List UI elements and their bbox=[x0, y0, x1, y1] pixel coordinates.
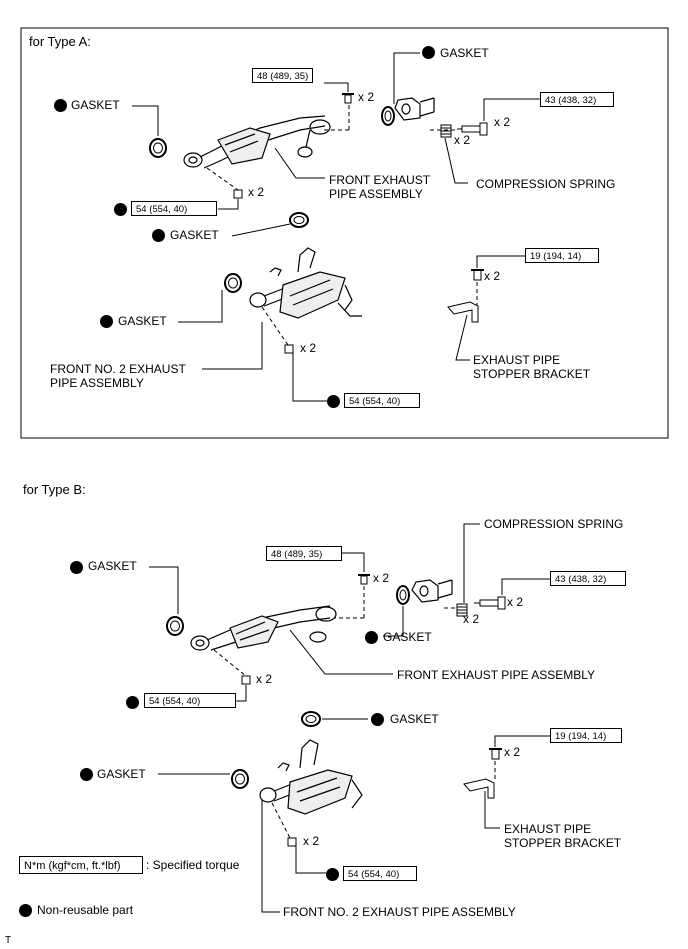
gasket-label: GASKET bbox=[440, 46, 489, 60]
nut-54-b2 bbox=[287, 837, 297, 847]
front-no2-exhaust-pipe-a bbox=[249, 247, 362, 319]
nonreusable-mark bbox=[100, 315, 113, 328]
gasket-label: GASKET bbox=[383, 630, 432, 644]
gasket-b2 bbox=[396, 585, 410, 605]
torque-box-19: 19 (194, 14) bbox=[550, 728, 622, 743]
legend-torque-box: N*m (kgf*cm, ft.*lbf) bbox=[19, 856, 143, 874]
nonreusable-mark bbox=[371, 713, 384, 726]
torque-box-43: 43 (438, 32) bbox=[550, 571, 626, 586]
compression-spring-label: COMPRESSION SPRING bbox=[476, 177, 616, 191]
legend-torque-desc: : Specified torque bbox=[146, 858, 240, 872]
nonreusable-mark bbox=[114, 203, 127, 216]
quantity-label: x 2 bbox=[484, 269, 501, 283]
front-exhaust-pipe-label: FRONT EXHAUST PIPE ASSEMBLY bbox=[397, 668, 596, 682]
stopper-bracket-label: EXHAUST PIPE STOPPER BRACKET bbox=[504, 822, 622, 850]
torque-box-48: 48 (489, 35) bbox=[252, 68, 314, 83]
quantity-label: x 2 bbox=[507, 595, 524, 609]
nut-54-a2 bbox=[284, 344, 294, 354]
torque-box-54: 54 (554, 40) bbox=[131, 201, 217, 216]
gasket-a1 bbox=[149, 138, 167, 158]
torque-box-48: 48 (489, 35) bbox=[266, 546, 342, 561]
gasket-label: GASKET bbox=[118, 314, 167, 328]
exhaust-pipe-flange-a bbox=[394, 97, 435, 121]
nonreusable-mark bbox=[152, 229, 165, 242]
gasket-label: GASKET bbox=[170, 228, 219, 242]
corner-mark: T bbox=[5, 935, 12, 946]
front-exhaust-pipe-label: FRONT EXHAUST PIPE ASSEMBLY bbox=[329, 173, 431, 201]
torque-box-54: 54 (554, 40) bbox=[144, 693, 236, 708]
nonreusable-mark bbox=[365, 631, 378, 644]
quantity-label: x 2 bbox=[504, 745, 521, 759]
type-b-title: for Type B: bbox=[23, 482, 86, 497]
gasket-a4 bbox=[224, 273, 242, 293]
compression-spring-label: COMPRESSION SPRING bbox=[484, 517, 624, 531]
gasket-label: GASKET bbox=[390, 712, 439, 726]
exhaust-pipe-flange-b bbox=[411, 579, 453, 603]
gasket-label: GASKET bbox=[97, 767, 146, 781]
nonreusable-mark bbox=[327, 395, 340, 408]
quantity-label: x 2 bbox=[303, 834, 320, 848]
gasket-b3 bbox=[301, 711, 321, 727]
nonreusable-mark bbox=[422, 46, 435, 59]
nonreusable-mark bbox=[80, 768, 93, 781]
gasket-b1 bbox=[166, 616, 184, 636]
gasket-a2 bbox=[381, 106, 395, 126]
torque-box-19: 19 (194, 14) bbox=[525, 248, 599, 263]
quantity-label: x 2 bbox=[358, 90, 375, 104]
gasket-label: GASKET bbox=[88, 559, 137, 573]
nonreusable-mark bbox=[126, 696, 139, 709]
quantity-label: x 2 bbox=[300, 341, 317, 355]
type-a-title: for Type A: bbox=[29, 34, 91, 49]
quantity-label: x 2 bbox=[256, 672, 273, 686]
stopper-bracket-b bbox=[463, 778, 495, 799]
legend-nonreusable-desc: Non-reusable part bbox=[37, 903, 134, 917]
bolt-43-b bbox=[474, 596, 506, 610]
quantity-label: x 2 bbox=[373, 571, 390, 585]
quantity-label: x 2 bbox=[494, 115, 511, 129]
bolt-43-a bbox=[457, 122, 488, 136]
type-a-frame bbox=[20, 27, 669, 439]
gasket-a3 bbox=[289, 212, 309, 228]
front-no2-pipe-label: FRONT NO. 2 EXHAUST PIPE ASSEMBLY bbox=[283, 905, 516, 919]
stopper-bracket-a bbox=[447, 301, 479, 323]
front-no2-pipe-label: FRONT NO. 2 EXHAUST PIPE ASSEMBLY bbox=[50, 362, 186, 390]
quantity-label: x 2 bbox=[454, 133, 471, 147]
nut-54-b1 bbox=[241, 675, 251, 685]
front-no2-exhaust-pipe-b bbox=[259, 739, 363, 815]
front-exhaust-pipe-a bbox=[183, 115, 331, 169]
nonreusable-mark bbox=[70, 561, 83, 574]
stopper-bracket-label: EXHAUST PIPE STOPPER BRACKET bbox=[473, 353, 591, 381]
nonreusable-mark bbox=[54, 99, 67, 112]
torque-box-54: 54 (554, 40) bbox=[344, 393, 420, 408]
nonreusable-mark bbox=[326, 868, 339, 881]
gasket-b4 bbox=[231, 769, 249, 789]
torque-box-54: 54 (554, 40) bbox=[343, 866, 417, 881]
quantity-label: x 2 bbox=[463, 612, 480, 626]
front-exhaust-pipe-b bbox=[190, 605, 337, 651]
quantity-label: x 2 bbox=[248, 185, 265, 199]
gasket-label: GASKET bbox=[71, 98, 120, 112]
legend-nonreusable-mark bbox=[19, 904, 32, 917]
torque-box-43: 43 (438, 32) bbox=[540, 92, 614, 107]
